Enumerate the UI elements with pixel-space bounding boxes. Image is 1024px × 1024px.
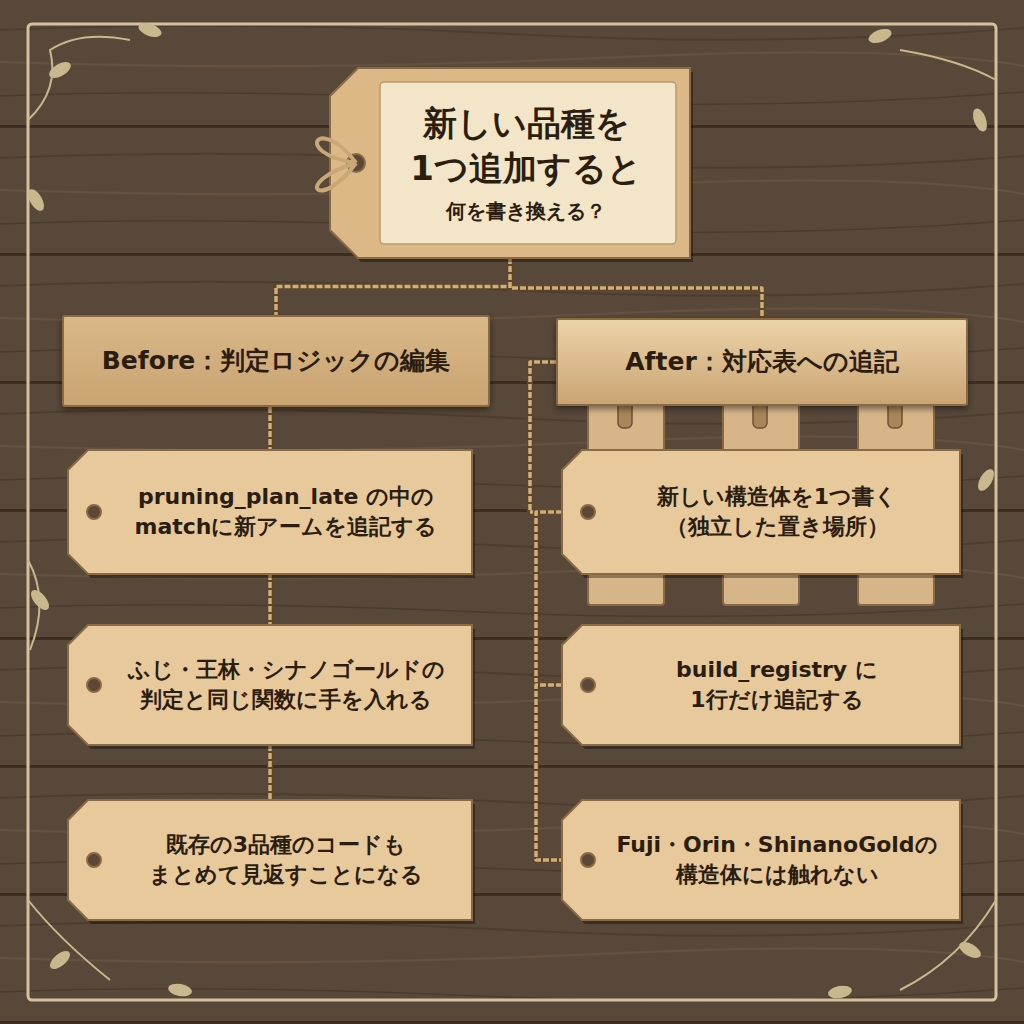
before-card: ふじ・王林・シナノゴールドの 判定と同じ関数に手を入れる bbox=[68, 625, 472, 745]
after-card: 新しい構造体を1つ書く （独立した置き場所） bbox=[562, 450, 960, 574]
tag-body bbox=[562, 625, 960, 745]
tag-body bbox=[562, 450, 960, 574]
tag-shape bbox=[562, 800, 960, 920]
tag-shape bbox=[68, 450, 472, 574]
rope-connector bbox=[270, 574, 271, 625]
tag-hole bbox=[581, 505, 595, 519]
rope-connector bbox=[510, 258, 762, 318]
tag-body bbox=[330, 68, 690, 258]
rope-connector bbox=[536, 512, 562, 685]
tag-hole bbox=[581, 853, 595, 867]
tag-shape bbox=[562, 450, 960, 574]
tag-body bbox=[562, 800, 960, 920]
tag-shadow bbox=[333, 72, 693, 262]
rope-outline bbox=[267, 407, 273, 450]
after-card: Fuji・Orin・ShinanoGoldの 構造体には触れない bbox=[562, 800, 960, 920]
tag-body bbox=[68, 625, 472, 745]
tag-shape bbox=[68, 800, 472, 920]
tag-hole bbox=[87, 505, 101, 519]
title-tag: 新しい品種を 1つ追加すると何を書き換える？ bbox=[330, 68, 690, 258]
tag-shape bbox=[562, 625, 960, 745]
tag-body bbox=[68, 800, 472, 920]
rope-bow bbox=[317, 138, 356, 190]
rope-outline bbox=[267, 574, 273, 625]
node-text: ふじ・王林・シナノゴールドの 判定と同じ関数に手を入れる bbox=[118, 655, 454, 714]
rope-connector bbox=[276, 258, 510, 315]
rope-connector bbox=[270, 407, 271, 450]
before-card: 既存の3品種のコードも まとめて見返すことになる bbox=[68, 800, 472, 920]
rope-outline bbox=[510, 258, 762, 318]
rope-strand bbox=[536, 685, 562, 860]
node-text: 新しい品種を 1つ追加すると bbox=[388, 101, 664, 189]
tag-hole bbox=[581, 678, 595, 692]
rope-strand bbox=[268, 407, 272, 450]
rope-strand bbox=[268, 745, 272, 800]
tag-body bbox=[68, 450, 472, 574]
rope-strand bbox=[536, 512, 562, 685]
rope-connector bbox=[270, 745, 271, 800]
node-text: 新しい構造体を1つ書く （独立した置き場所） bbox=[612, 482, 942, 541]
rope-strand bbox=[268, 574, 272, 625]
after-header: After：対応表への追記 bbox=[556, 318, 968, 406]
node-text: Before：判定ロジックの編集 bbox=[102, 344, 450, 378]
rope-outline bbox=[536, 512, 562, 685]
node-text: Fuji・Orin・ShinanoGoldの 構造体には触れない bbox=[612, 830, 942, 889]
tag-hole bbox=[87, 853, 101, 867]
node-text: 既存の3品種のコードも まとめて見返すことになる bbox=[118, 830, 454, 889]
tag-hole bbox=[87, 678, 101, 692]
node-text: After：対応表への追記 bbox=[625, 345, 898, 379]
before-card: pruning_plan_late の中の matchに新アームを追記する bbox=[68, 450, 472, 574]
title-panel bbox=[380, 82, 676, 244]
node-text: build_registry に 1行だけ追記する bbox=[612, 655, 942, 714]
rope-outline bbox=[536, 685, 562, 860]
rope-outline bbox=[267, 745, 273, 800]
rope-strand bbox=[510, 258, 762, 318]
rope-connector bbox=[536, 685, 562, 860]
tag-shape bbox=[68, 625, 472, 745]
node-text: pruning_plan_late の中の matchに新アームを追記する bbox=[118, 482, 454, 541]
rope-strand bbox=[276, 258, 510, 315]
before-header: Before：判定ロジックの編集 bbox=[62, 315, 490, 407]
node-subtext: 何を書き換える？ bbox=[446, 198, 606, 225]
after-card: build_registry に 1行だけ追記する bbox=[562, 625, 960, 745]
rope-outline bbox=[276, 258, 510, 315]
